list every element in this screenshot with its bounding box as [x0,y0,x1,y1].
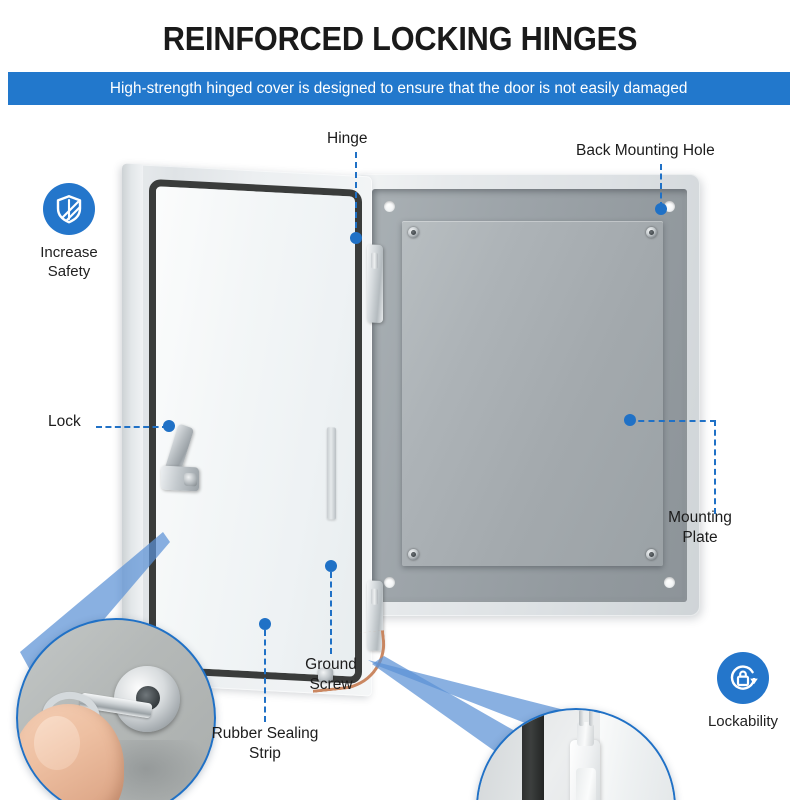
enclosure-cavity [372,189,687,602]
callout-line-mounting-plate [628,420,716,514]
thumb-nail [34,716,80,770]
callout-dot-mounting-plate [624,414,636,426]
mounting-plate-bolt [408,227,419,238]
door-edge [122,163,143,685]
callout-dot-ground-screw [325,560,337,572]
hinge-cap [577,722,594,746]
callout-label-lock: Lock [48,413,81,430]
rubber-sealing-strip-detail [522,710,544,800]
callout-line-lock [96,426,168,428]
mounting-plate-bolt [646,227,657,238]
hinge-pin [371,252,378,269]
mounting-plate-bolt [646,549,657,560]
callout-label-mounting-plate: Mounting Plate [668,509,732,547]
magnifier-hinge-detail [476,708,676,800]
feature-lockability: Lockability [688,652,798,731]
shield-icon [43,183,95,235]
callout-line-rubber-sealing-strip [264,630,266,722]
back-mounting-hole [664,577,675,588]
callout-line-back-mounting-hole [660,164,662,208]
callout-dot-lock [163,420,175,432]
detail-panel-left [478,710,524,800]
hinge-barrel-inner [576,768,596,800]
callout-line-hinge [355,152,357,238]
subtitle-text: High-strength hinged cover is designed t… [110,79,688,97]
hinge-upper [367,244,383,324]
back-mounting-hole [384,201,395,212]
callout-label-ground-screw: Ground Screw [305,656,357,694]
callout-label-rubber-sealing-strip: Rubber Sealing Strip [211,725,319,763]
enclosure-back-box [356,174,700,616]
callout-dot-rubber-sealing-strip [259,618,271,630]
magnifier-lock-detail [16,618,216,800]
back-mounting-hole [664,201,675,212]
door-rib [327,427,336,520]
feature-increase-safety: Increase Safety [23,183,115,281]
callout-dot-back-mounting-hole [655,203,667,215]
hinge-prong [579,710,584,726]
enclosure-door [122,163,383,697]
hinge-pin [371,588,378,605]
callout-line-ground-screw [330,572,332,654]
feature-label-lockability: Lockability [707,713,779,730]
product-photo [0,112,800,800]
callout-label-hinge: Hinge [327,130,368,147]
lock-nut [184,472,197,487]
ground-screw [318,668,333,682]
mounting-plate [402,221,663,566]
subtitle-banner: High-strength hinged cover is designed t… [8,72,790,105]
detail-panel-right [600,710,674,800]
mounting-plate-bolt [408,549,419,560]
back-mounting-hole [384,577,395,588]
callout-label-back-mounting-hole: Back Mounting Hole [576,142,715,159]
padlock-rotate-icon [717,652,769,704]
page-title: REINFORCED LOCKING HINGES [162,20,638,57]
feature-label-increase-safety: Increase Safety [40,244,98,281]
callout-dot-hinge [350,232,362,244]
hinge-prong [589,710,594,726]
